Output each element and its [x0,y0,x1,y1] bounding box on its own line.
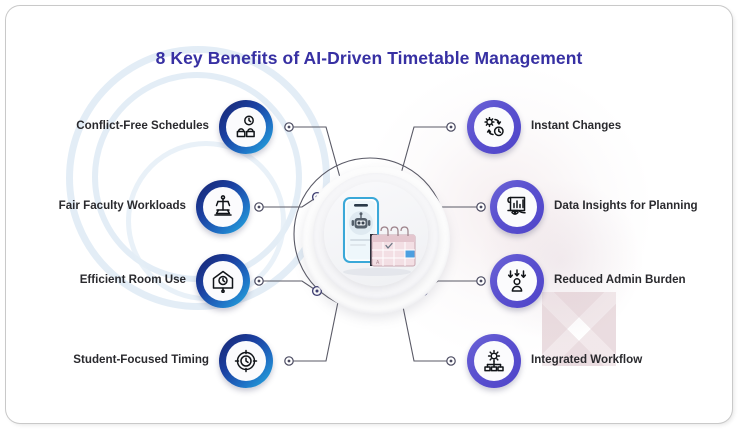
benefit-label: Conflict-Free Schedules [76,119,209,132]
benefit-node-integrated-workflow[interactable]: Integrated Workflow [467,334,642,388]
benefit-label: Reduced Admin Burden [554,273,686,286]
person-down-arrows-icon [497,261,537,301]
benefit-icon-ring [467,100,521,154]
balance-scale-icon [203,187,243,227]
users-clock-icon [226,107,266,147]
benefit-node-fair-faculty-workloads[interactable]: Fair Faculty Workloads [59,180,250,234]
benefit-icon-ring [196,254,250,308]
gear-refresh-clock-icon [474,107,514,147]
benefit-icon-ring [490,180,544,234]
central-hub: A [294,158,458,322]
benefit-icon-ring [219,100,273,154]
infographic-card: 8 Key Benefits of AI-Driven Timetable Ma… [6,6,732,423]
benefit-node-instant-changes[interactable]: Instant Changes [467,100,621,154]
benefit-label: Fair Faculty Workloads [58,199,186,212]
page-title: 8 Key Benefits of AI-Driven Timetable Ma… [155,48,583,68]
benefit-label: Instant Changes [531,119,622,132]
benefit-node-efficient-room-use[interactable]: Efficient Room Use [80,254,250,308]
target-clock-icon [226,341,266,381]
benefit-label: Integrated Workflow [531,353,643,366]
benefit-node-data-insights-for-planning[interactable]: Data Insights for Planning [490,180,698,234]
benefit-label: Efficient Room Use [79,273,186,286]
benefit-node-conflict-free-schedules[interactable]: Conflict-Free Schedules [76,100,273,154]
gear-hierarchy-icon [474,341,514,381]
svg-text:A: A [376,260,380,266]
benefit-node-student-focused-timing[interactable]: Student-Focused Timing [73,334,273,388]
chart-eye-icon [497,187,537,227]
benefit-label: Student-Focused Timing [73,353,209,366]
benefit-icon-ring [219,334,273,388]
benefit-icon-ring [467,334,521,388]
benefit-icon-ring [196,180,250,234]
ai-timetable-illustration: A [342,196,416,276]
benefit-label: Data Insights for Planning [554,199,698,212]
benefit-icon-ring [490,254,544,308]
benefit-node-reduced-admin-burden[interactable]: Reduced Admin Burden [490,254,686,308]
room-clock-icon [203,261,243,301]
